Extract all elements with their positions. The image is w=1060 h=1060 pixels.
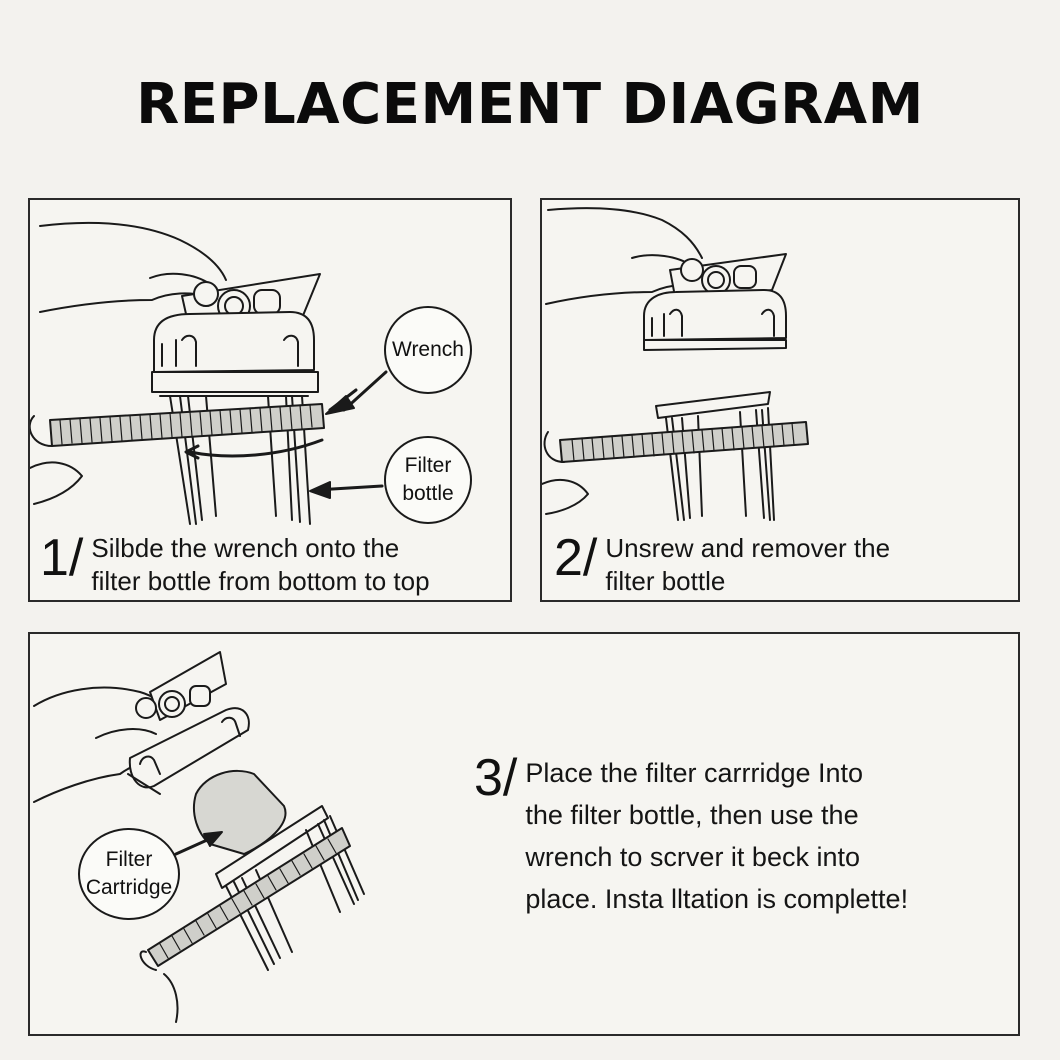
- step-3-text-line-4: place. Insta lltation is complette!: [525, 884, 909, 914]
- wrench-callout-label: Wrench: [392, 338, 464, 361]
- step-2-number: 2/: [554, 529, 598, 587]
- step-3-number: 3/: [474, 749, 518, 807]
- step-2-panel: 2/ Unsrew and remover the filter bottle: [540, 198, 1020, 602]
- step-1-illustration: [30, 221, 388, 525]
- step-1-number: 1/: [40, 529, 84, 587]
- step-2-illustration: [542, 207, 809, 521]
- step-1-panel: Wrench Filter bottle 1/ Silbde the wrenc…: [28, 198, 512, 602]
- step-3-text-line-3: wrench to scrver it beck into: [525, 842, 861, 872]
- step-1-text-line-1: Silbde the wrench onto the: [91, 533, 400, 563]
- filter-bottle-callout-line-1: Filter: [404, 454, 452, 477]
- page-title: REPLACEMENT DIAGRAM: [136, 72, 924, 137]
- step-1-text-line-2: filter bottle from bottom to top: [91, 566, 430, 596]
- filter-cartridge-callout-line-1: Filter: [105, 848, 153, 871]
- step-3-instruction: 3/ Place the filter carrridge Into the f…: [474, 752, 908, 920]
- step-2-instruction: 2/ Unsrew and remover the filter bottle: [554, 532, 890, 598]
- wrench-callout: Wrench: [384, 306, 472, 394]
- step-3-panel: Filter Cartridge 3/ Place the filter car…: [28, 632, 1020, 1036]
- step-1-instruction: 1/ Silbde the wrench onto the filter bot…: [40, 532, 430, 598]
- filter-cartridge-callout-line-2: Cartridge: [85, 876, 173, 899]
- step-3-illustration: [33, 651, 365, 1023]
- filter-bottle-callout-line-2: bottle: [402, 482, 454, 505]
- filter-bottle-callout: Filter bottle: [384, 436, 472, 524]
- step-2-text-line-2: filter bottle: [605, 566, 726, 596]
- step-2-text-line-1: Unsrew and remover the: [605, 533, 891, 563]
- filter-cartridge-callout: Filter Cartridge: [78, 828, 180, 920]
- step-3-text-line-1: Place the filter carrridge Into: [525, 758, 864, 788]
- step-3-text-line-2: the filter bottle, then use the: [525, 800, 859, 830]
